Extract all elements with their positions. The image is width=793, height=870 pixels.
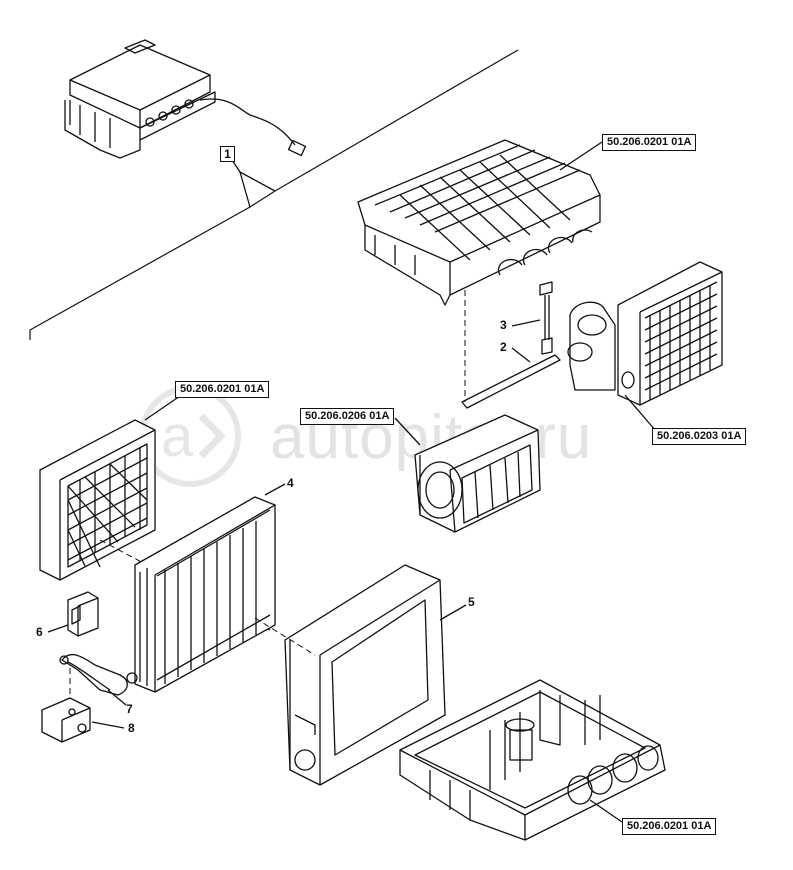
filter-frame bbox=[284, 564, 446, 786]
leader-item8 bbox=[91, 721, 125, 729]
leader-item4 bbox=[264, 483, 286, 496]
reference-upper-housing: 50.206.0201 01A bbox=[602, 134, 697, 151]
callout-item-3: 3 bbox=[500, 318, 507, 332]
callout-item-7: 7 bbox=[126, 702, 133, 716]
blower-housing bbox=[414, 414, 541, 533]
reference-heater-core: 50.206.0203 01A bbox=[652, 428, 747, 445]
leader-ref-top bbox=[559, 141, 603, 171]
callout-item-8: 8 bbox=[128, 721, 135, 735]
expansion-valve bbox=[41, 697, 91, 743]
cabin-filter bbox=[39, 419, 156, 581]
evaporator-core bbox=[134, 496, 276, 693]
leader-ref-heater bbox=[624, 394, 656, 431]
leader-item1 bbox=[229, 156, 276, 208]
reference-lower-housing: 50.206.0201 01A bbox=[622, 818, 717, 835]
callout-item-5: 5 bbox=[468, 595, 475, 609]
leader-ref-filter bbox=[144, 395, 181, 421]
reference-blower-housing: 50.206.0206 01A bbox=[300, 408, 395, 425]
leader-ref-blower bbox=[394, 417, 421, 446]
callout-item-4: 4 bbox=[287, 476, 294, 490]
leader-ref-bottom bbox=[589, 799, 623, 823]
leader-item6 bbox=[47, 624, 69, 633]
leader-item7 bbox=[107, 689, 127, 706]
svg-text:a: a bbox=[161, 404, 194, 469]
sensor-part bbox=[539, 281, 553, 355]
callout-item-1: 1 bbox=[220, 146, 235, 162]
callout-item-6: 6 bbox=[36, 625, 43, 639]
control-module bbox=[64, 39, 307, 159]
leader-item3 bbox=[511, 319, 541, 327]
bracket-strip bbox=[461, 354, 561, 409]
refrigerant-pipe bbox=[59, 653, 138, 696]
upper-housing bbox=[357, 139, 601, 306]
leader-item5 bbox=[439, 604, 467, 621]
lower-housing bbox=[399, 679, 666, 841]
reference-cabin-filter: 50.206.0201 01A bbox=[175, 381, 270, 398]
heater-core bbox=[567, 261, 723, 406]
clip-block bbox=[67, 591, 99, 637]
centerline-frame bbox=[254, 617, 316, 656]
callout-item-2: 2 bbox=[500, 340, 507, 354]
leader-item2 bbox=[511, 347, 531, 363]
